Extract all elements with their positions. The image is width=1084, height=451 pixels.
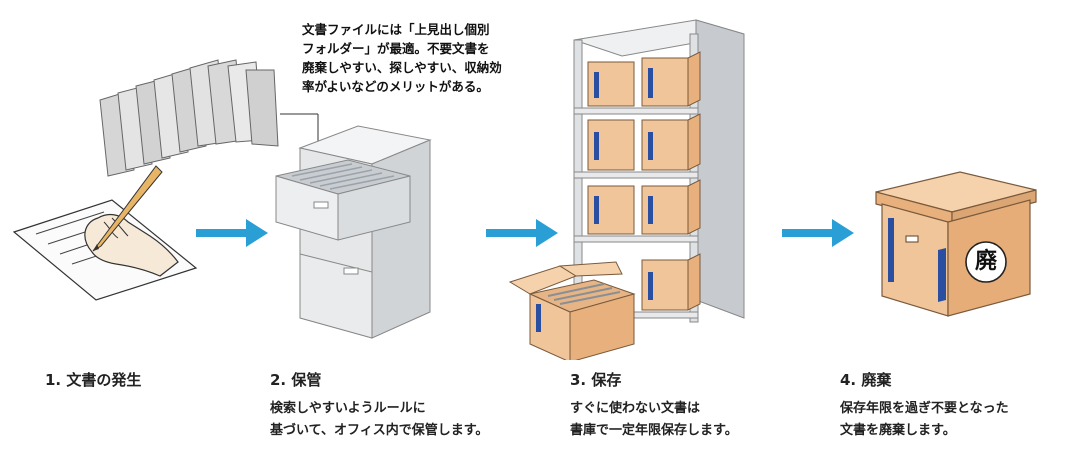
step-3: 3. 保存 すぐに使わない文書は 書庫で一定年限保存します。 xyxy=(570,370,738,442)
storage-shelf-icon xyxy=(573,19,745,333)
disposal-box-icon xyxy=(875,171,1037,317)
step-title: 3. 保存 xyxy=(570,371,622,389)
hand-writing-icon xyxy=(12,165,198,301)
step-description: すぐに使わない文書は 書庫で一定年限保存します。 xyxy=(570,401,738,438)
step-title: 2. 保管 xyxy=(270,371,322,389)
step-description: 保存年限を過ぎ不要となった 文書を廃棄します。 xyxy=(840,401,1009,438)
arrow-right-icon xyxy=(486,219,558,247)
step-description: 検索しやすいようルールに 基づいて、オフィス内で保管します。 xyxy=(270,401,489,438)
workflow-illustration xyxy=(12,19,1037,360)
file-cabinet-icon xyxy=(275,125,432,339)
step-title: 1. 文書の発生 xyxy=(45,371,142,389)
callout-text: 文書ファイルには「上見出し個別 フォルダー」が最適。不要文書を 廃棄しやすい、探… xyxy=(302,22,502,94)
step-title: 4. 廃棄 xyxy=(840,371,892,389)
step-4: 4. 廃棄 保存年限を過ぎ不要となった 文書を廃棄します。 xyxy=(840,370,1009,442)
disposal-stamp-label: 廃 xyxy=(974,249,997,274)
arrow-right-icon xyxy=(196,219,268,247)
step-2: 2. 保管 検索しやすいようルールに 基づいて、オフィス内で保管します。 xyxy=(270,370,488,442)
open-box-icon xyxy=(508,261,636,360)
hanging-folders-icon xyxy=(99,59,279,177)
arrow-right-icon xyxy=(782,219,854,247)
disposal-stamp xyxy=(965,241,1007,283)
step-1: 1. 文書の発生 xyxy=(45,370,141,398)
